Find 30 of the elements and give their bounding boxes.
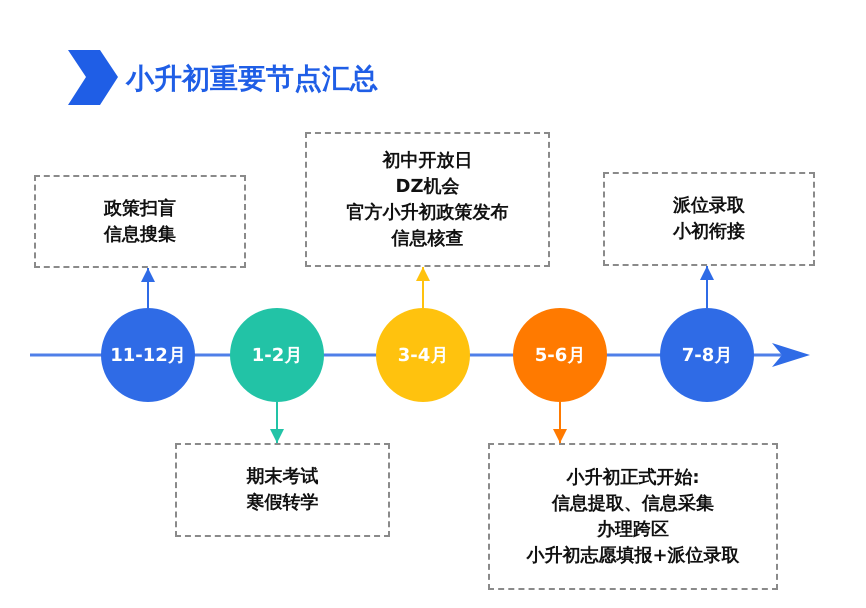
month-label: 11-12月	[110, 344, 186, 367]
month-label: 5-6月	[534, 344, 586, 367]
note-text: 派位录取	[673, 194, 745, 218]
month-label: 7-8月	[682, 344, 732, 367]
note-text: 小升初正式开始:	[566, 466, 700, 490]
note-box	[603, 172, 815, 266]
title: 小升初重要节点汇总	[126, 61, 378, 97]
note-text: 初中开放日	[382, 148, 472, 172]
note-box	[305, 132, 550, 267]
note-text: 期末考试	[246, 465, 318, 489]
pointer-arrow	[141, 268, 155, 308]
pointer-arrow	[270, 402, 284, 443]
pointer-arrow	[700, 266, 714, 308]
note-box	[34, 175, 246, 268]
month-label: 1-2月	[252, 344, 302, 367]
note-text: 信息核查	[392, 226, 464, 250]
note-text: DZ机会	[396, 174, 460, 198]
note-text: 小升初志愿填报+派位录取	[526, 544, 740, 568]
pointer-arrow	[416, 267, 430, 308]
note-text: 小初衔接	[673, 220, 745, 244]
note-text: 政策扫盲	[104, 196, 176, 220]
note-text: 信息搜集	[104, 222, 176, 246]
note-text: 信息提取、信息采集	[552, 492, 714, 516]
month-label: 3-4月	[398, 344, 448, 367]
note-text: 官方小升初政策发布	[346, 200, 508, 224]
pointer-arrow	[553, 402, 567, 443]
note-text: 寒假转学	[246, 491, 318, 515]
note-box	[175, 443, 390, 537]
note-box	[488, 443, 778, 590]
note-text: 办理跨区	[597, 518, 669, 542]
